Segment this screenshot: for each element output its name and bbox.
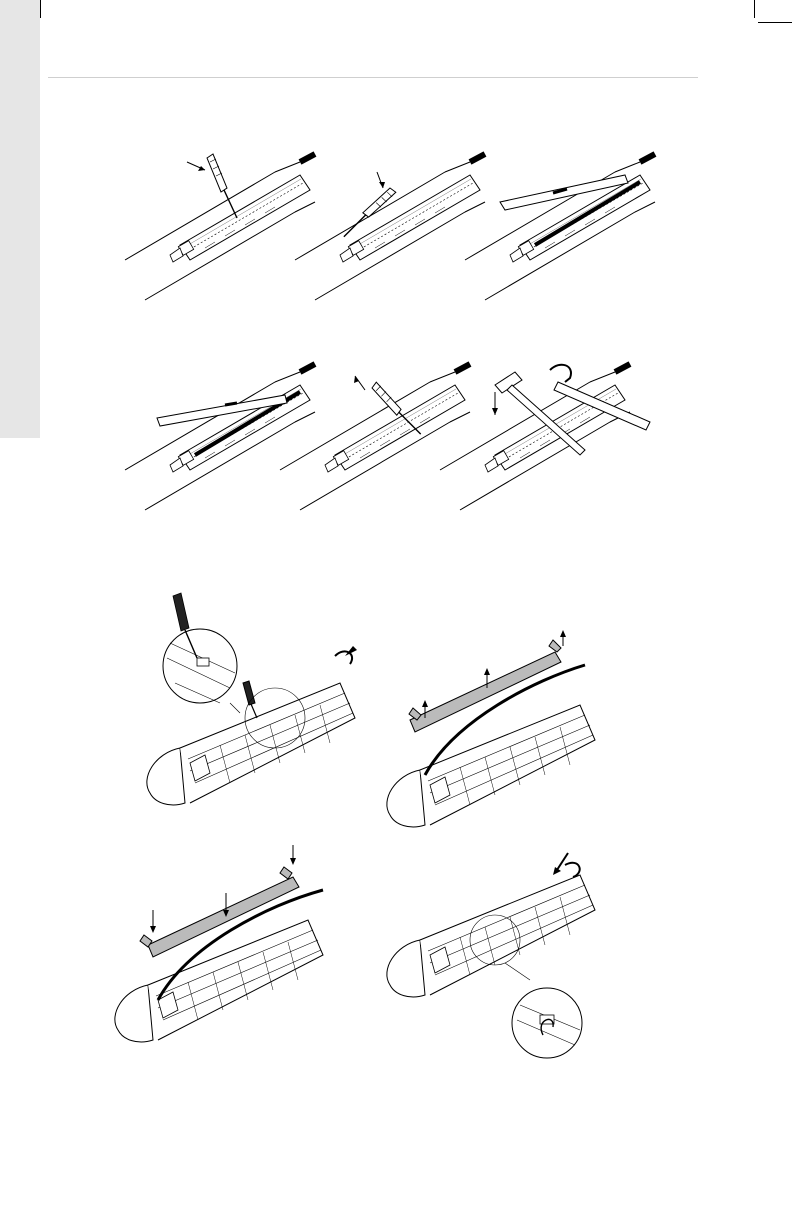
pump-cable-guard-fit: [118, 835, 343, 1040]
crop-mark-left: [40, 0, 41, 18]
header-rule: [48, 77, 698, 78]
cable-guard-step-6: [440, 360, 670, 505]
crop-mark-right-h: [758, 22, 792, 23]
guard-strip-icon: [410, 652, 561, 732]
side-tab: [0, 0, 40, 438]
cable-guard-step-2: [295, 150, 490, 295]
screwdriver-icon: [207, 154, 237, 218]
crop-mark-right: [754, 0, 755, 18]
arrow-icon: [225, 403, 237, 405]
pump-cable-guard-lift: [385, 620, 610, 830]
pump-cable-guard-lock: [385, 845, 610, 1070]
cable-guard-step-1: [125, 150, 320, 295]
pump-cable-guard-removal: [145, 588, 375, 813]
cable-guard-step-3: [465, 150, 660, 295]
up-arrow-icon: [409, 630, 566, 720]
